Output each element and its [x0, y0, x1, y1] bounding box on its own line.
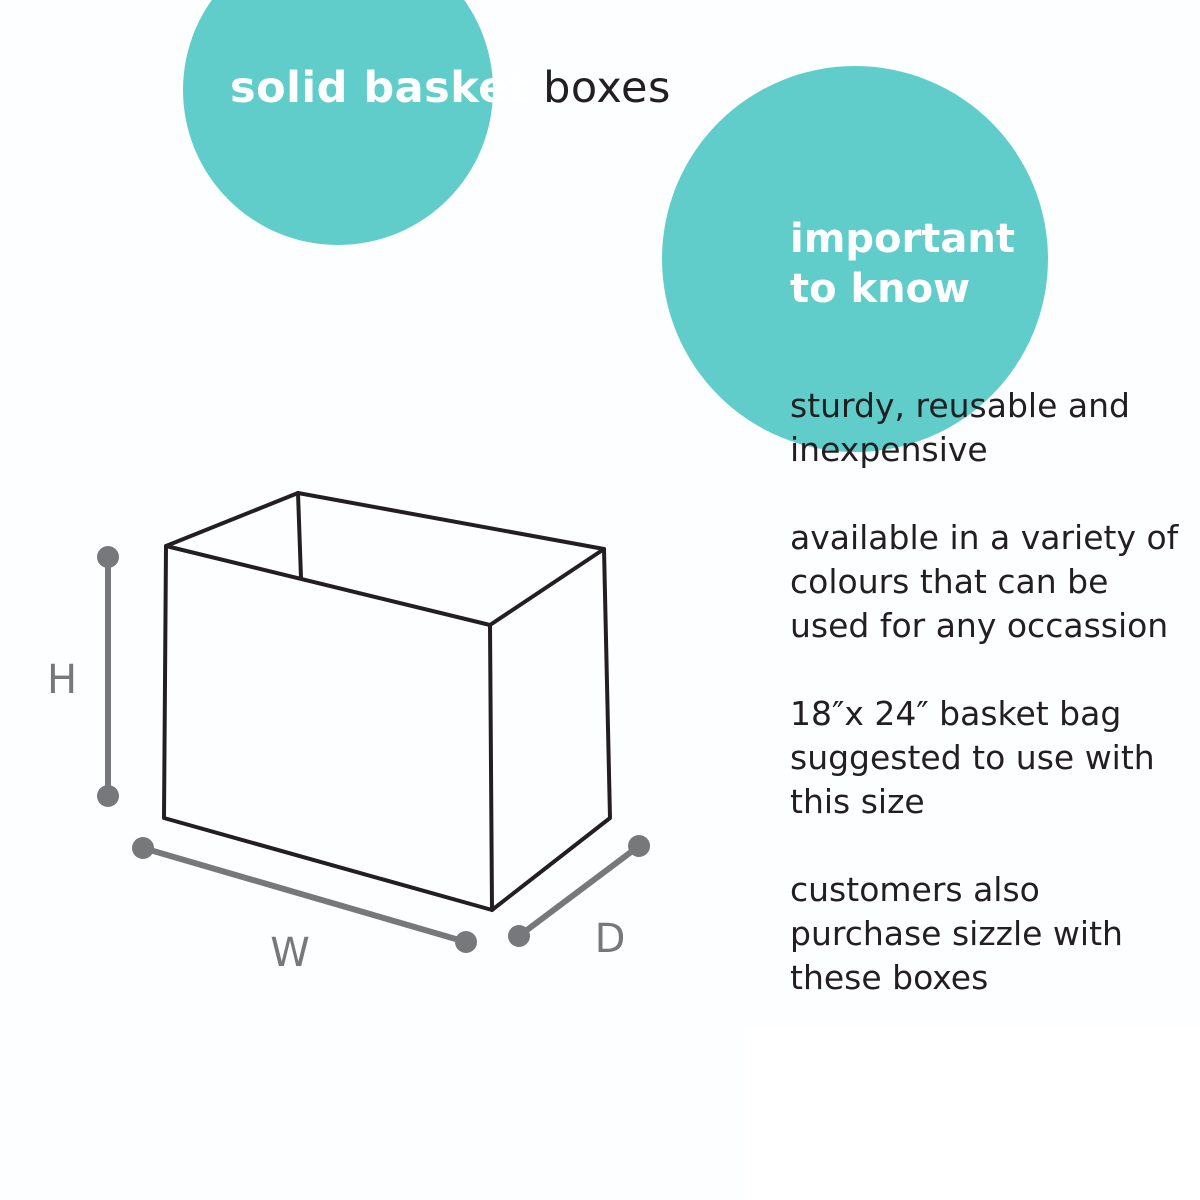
info-item: 18″x 24″ basket bag suggested to use wit… [790, 692, 1190, 824]
info-heading-line: to know [790, 266, 971, 312]
info-item-line: 18″x 24″ basket bag [790, 694, 1122, 733]
info-item: available in a variety of colours that c… [790, 516, 1190, 648]
height-label: H [47, 657, 77, 703]
depth-label: D [595, 916, 626, 962]
box-outline [164, 491, 606, 627]
box-illustration [162, 491, 612, 912]
title-rest-text: boxes [543, 63, 671, 113]
info-item: sturdy, reusable and inexpensive [790, 384, 1190, 472]
info-list: sturdy, reusable and inexpensive availab… [790, 384, 1190, 1044]
box-dimension-diagram: H W D [47, 491, 650, 976]
height-dimension-end-dot [97, 785, 119, 807]
info-item-line: inexpensive [790, 430, 988, 469]
width-dimension-line [142, 845, 467, 945]
width-dimension-end-dot [455, 931, 477, 953]
info-item-line: this size [790, 782, 925, 821]
info-heading: important to know [790, 214, 1015, 314]
info-item-line: purchase sizzle with [790, 914, 1123, 953]
info-item-line: suggested to use with [790, 738, 1155, 777]
info-item-line: these boxes [790, 958, 989, 997]
box-side-face [490, 547, 612, 912]
title-strong-text: solid basket [230, 63, 529, 113]
info-item-line: available in a variety of [790, 518, 1179, 557]
info-heading-line: important [790, 216, 1015, 262]
box-inner-edge [296, 491, 303, 580]
depth-dimension: D [508, 835, 650, 962]
info-item-line: sturdy, reusable and [790, 386, 1130, 425]
depth-dimension-end-dot [628, 835, 650, 857]
height-dimension: H [47, 546, 119, 807]
info-item-line: customers also [790, 870, 1040, 909]
depth-dimension-line [517, 843, 641, 939]
info-accent-circle [662, 66, 1048, 452]
bottom-right-panel [745, 1028, 1200, 1200]
depth-dimension-end-dot [508, 925, 530, 947]
info-item: customers also purchase sizzle with thes… [790, 868, 1190, 1000]
height-dimension-end-dot [97, 546, 119, 568]
title-accent-circle [183, 0, 493, 245]
box-front-face [162, 544, 494, 912]
info-item-line: colours that can be [790, 562, 1109, 601]
width-dimension-end-dot [132, 837, 154, 859]
info-item-line: used for any occassion [790, 606, 1169, 645]
width-label: W [270, 930, 310, 976]
width-dimension: W [132, 837, 477, 976]
page-title: solid basket boxes [230, 58, 671, 118]
